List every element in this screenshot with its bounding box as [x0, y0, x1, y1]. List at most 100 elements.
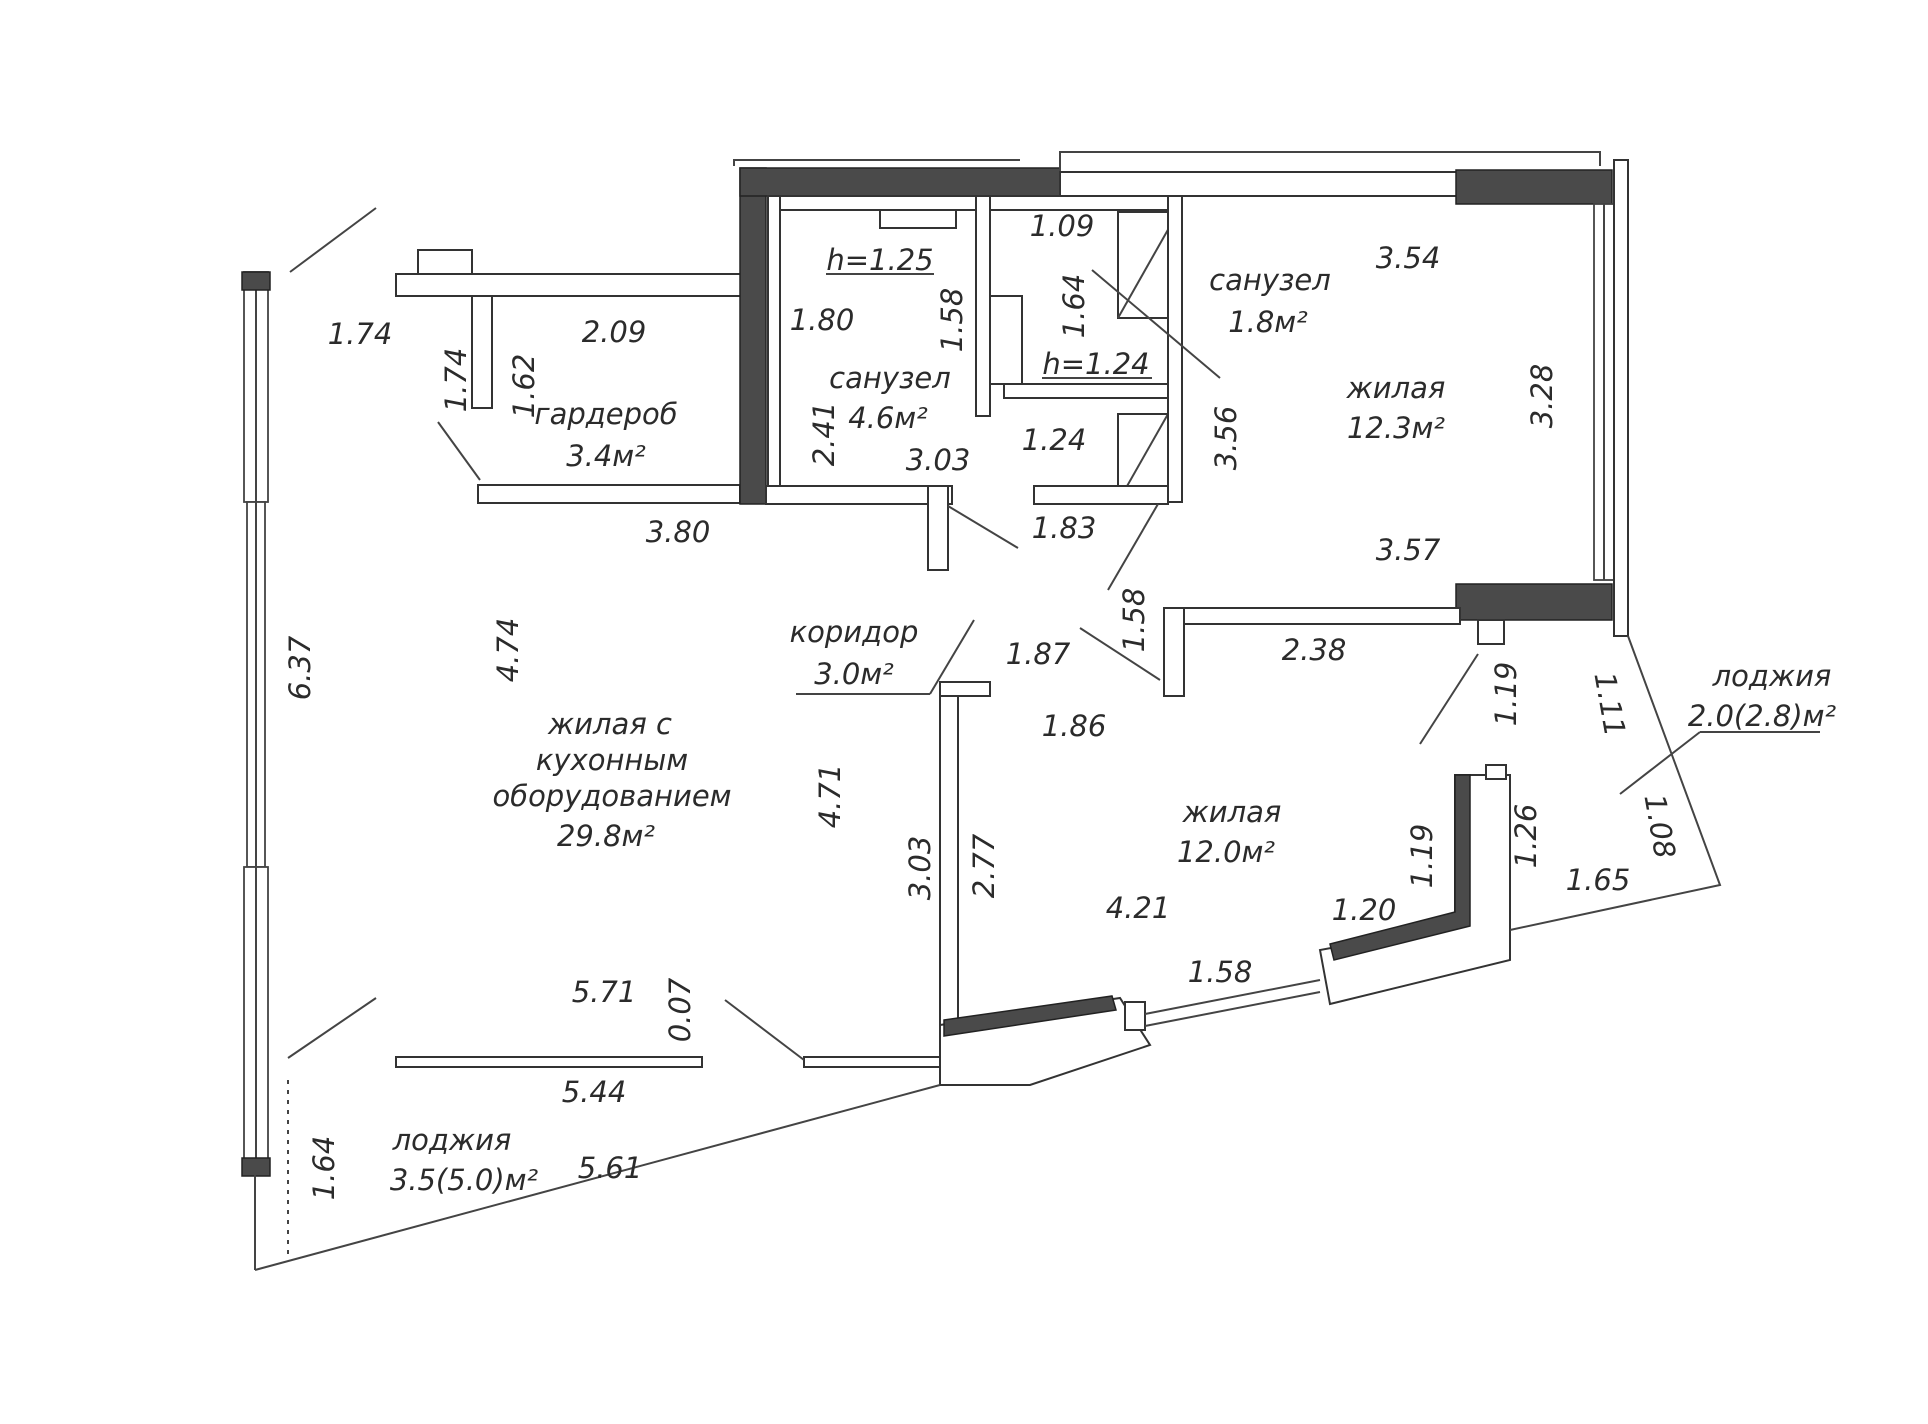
door-swing-wc [1091, 269, 1221, 379]
living-se-top-wall [939, 681, 991, 697]
loggia-sw-door-wall [395, 1056, 703, 1068]
living-se-area: 12.0м² [1177, 835, 1275, 869]
dim-1-24: 1.24 [1022, 423, 1087, 457]
living-divider-stub [1163, 607, 1185, 697]
bath-big-name: санузел [829, 361, 951, 395]
kitchen-living-area: 29.8м² [557, 819, 655, 853]
dim-3-54: 3.54 [1376, 241, 1441, 275]
bath-big-top-wall [767, 195, 979, 211]
south-window-glass-1 [1144, 979, 1321, 1015]
south-window-frame [1124, 1001, 1146, 1031]
wardrobe-partition [471, 295, 493, 409]
bath-small-name: санузел [1209, 263, 1331, 297]
bath-small-top-wall [989, 195, 1183, 211]
loggia-sw-outline [254, 1084, 941, 1271]
dim-1-64-wc: 1.64 [1057, 274, 1091, 339]
kitchen-living-line1: жилая с [547, 707, 672, 741]
dim-3-03-wall: 3.03 [903, 836, 937, 901]
living-ne-name: жилая [1346, 371, 1446, 405]
corridor-area: 3.0м² [814, 657, 894, 691]
dim-3-57: 3.57 [1376, 533, 1441, 567]
dim-1-74-top: 1.74 [328, 317, 393, 351]
loggia-sw-area: 3.5(5.0)м² [390, 1163, 539, 1197]
bath-big-right-wall [975, 195, 991, 417]
kitchen-living-line2: кухонным [536, 743, 688, 777]
dim-4-21: 4.21 [1106, 891, 1171, 925]
loggia-e-label-leader [1619, 731, 1701, 795]
wardrobe-area: 3.4м² [566, 439, 646, 473]
west-wall-cap-top [241, 271, 271, 291]
dim-5-44: 5.44 [562, 1075, 627, 1109]
loggia-e-outline [1509, 635, 1722, 931]
walls [241, 151, 1820, 1271]
dim-1-64-loggia: 1.64 [307, 1136, 341, 1201]
corridor-top-wall [1033, 485, 1169, 505]
bath-small-lower-wall [1003, 383, 1169, 399]
loggia-e-name: лоджия [1712, 659, 1832, 693]
dim-1-83: 1.83 [1032, 511, 1097, 545]
dim-1-58-corridor: 1.58 [1117, 588, 1151, 653]
loggia-sw-door-swing [724, 999, 805, 1061]
east-wall-outer [1613, 159, 1629, 637]
bath-small-partition [989, 295, 1023, 385]
bath-big-bottom-wall [765, 485, 953, 505]
wardrobe-name: гардероб [534, 397, 677, 431]
dim-1-86: 1.86 [1042, 709, 1107, 743]
living-se-name: жилая [1182, 795, 1282, 829]
living-divider-wall [1163, 607, 1461, 625]
wardrobe-top-wall [395, 273, 751, 297]
dim-4-74: 4.74 [491, 618, 525, 683]
living-divider-door-post [1477, 619, 1505, 645]
wardrobe-niche [417, 249, 473, 275]
bath-big-area: 4.6м² [848, 401, 928, 435]
dim-1-19-divider: 1.19 [1489, 662, 1523, 727]
living-se-west-wall [939, 681, 959, 1028]
dim-1-11: 1.11 [1587, 670, 1632, 740]
dim-2-38: 2.38 [1282, 633, 1347, 667]
dimension-labels: 1.74 2.09 3.80 1.80 3.03 1.09 1.24 1.83 … [283, 209, 1682, 1200]
wardrobe-bottom-wall [477, 484, 741, 504]
dim-1-26: 1.26 [1509, 804, 1543, 869]
bath-small-right-wall [1167, 195, 1183, 503]
door-swing-bath [947, 505, 1019, 549]
dim-1-58-window: 1.58 [1188, 955, 1253, 989]
dim-5-71: 5.71 [572, 975, 637, 1009]
door-swing-living-ne [1079, 627, 1161, 681]
south-wall-heavy-b [1329, 774, 1471, 961]
dim-1-87: 1.87 [1006, 637, 1071, 671]
south-east-pier [1485, 764, 1507, 780]
door-swing-kitchen-top [289, 207, 377, 273]
corridor-name: коридор [790, 615, 919, 649]
height-label-bath-small: h=1.24 [1042, 347, 1149, 381]
dim-2-09: 2.09 [582, 315, 647, 349]
top-exterior-edge [733, 151, 1601, 172]
dim-3-28: 3.28 [1525, 364, 1559, 429]
dim-3-80: 3.80 [646, 515, 711, 549]
dim-3-03-bath: 3.03 [906, 443, 971, 477]
dim-1-80: 1.80 [790, 303, 855, 337]
height-label-bath-big: h=1.25 [826, 243, 933, 277]
dim-0-07: 0.07 [663, 977, 697, 1042]
dim-1-20: 1.20 [1332, 893, 1397, 927]
bath-big-shaft [879, 209, 957, 229]
north-east-corner-block [1455, 169, 1613, 205]
dim-1-09: 1.09 [1030, 209, 1095, 243]
south-wall-segment-b [1318, 774, 1511, 1006]
dim-6-37: 6.37 [283, 635, 317, 700]
door-swing-wardrobe [437, 421, 481, 481]
bath-big-left-wall [767, 195, 781, 487]
dim-1-19-bay: 1.19 [1405, 824, 1439, 889]
dim-1-65: 1.65 [1566, 863, 1631, 897]
living-ne-area: 12.3м² [1347, 411, 1445, 445]
door-swing-kitchen-bottom [287, 997, 377, 1059]
kitchen-living-line3: оборудованием [492, 779, 731, 813]
room-labels: гардероб 3.4м² санузел 4.6м² санузел 1.8… [390, 243, 1837, 1197]
dim-1-08: 1.08 [1637, 792, 1682, 862]
south-wall-heavy-a [943, 995, 1117, 1037]
bath-big-door-stub [927, 485, 949, 571]
north-wall [1059, 171, 1461, 197]
door-swing-corridor [1107, 503, 1159, 591]
dim-4-71: 4.71 [813, 764, 847, 829]
dim-1-62: 1.62 [507, 354, 541, 419]
